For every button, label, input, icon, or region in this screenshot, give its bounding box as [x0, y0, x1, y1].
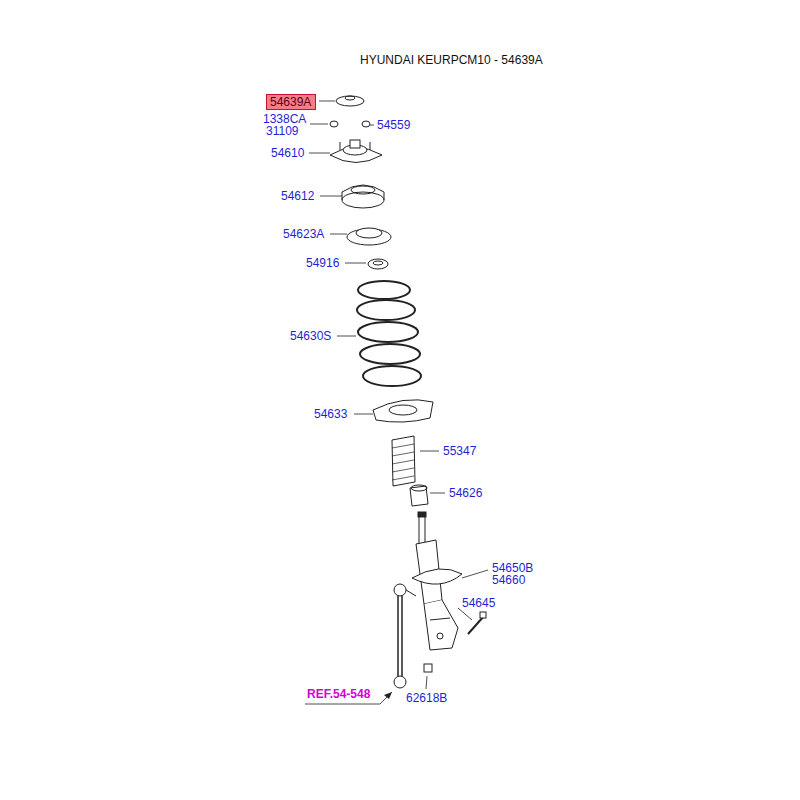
callout-number: 54639A — [270, 95, 312, 109]
callout-number: 54916 — [306, 256, 339, 270]
callout-number: 54559 — [377, 118, 410, 132]
callout-number: 54623A — [283, 227, 324, 241]
callout-number: 55347 — [443, 444, 476, 458]
callout-number: 62618B — [406, 691, 447, 705]
callout-number: 54626 — [449, 486, 482, 500]
reference-label: REF.54-548 — [307, 687, 370, 701]
callout-number: 54612 — [281, 189, 314, 203]
callout-number: 54645 — [462, 596, 495, 610]
callout-number: 54630S — [290, 329, 331, 343]
callout-number: 54650B — [492, 561, 533, 575]
highlighted-part-number: 54639A — [266, 94, 316, 110]
callout-number: 54633 — [314, 407, 347, 421]
callout-number: 31109 — [266, 124, 298, 138]
callout-number: 1338CA — [263, 112, 306, 126]
callout-number: 54610 — [271, 146, 304, 160]
diagram-title: HYUNDAI KEURPCM10 - 54639A — [360, 53, 543, 67]
callout-number: 54660 — [492, 573, 525, 587]
